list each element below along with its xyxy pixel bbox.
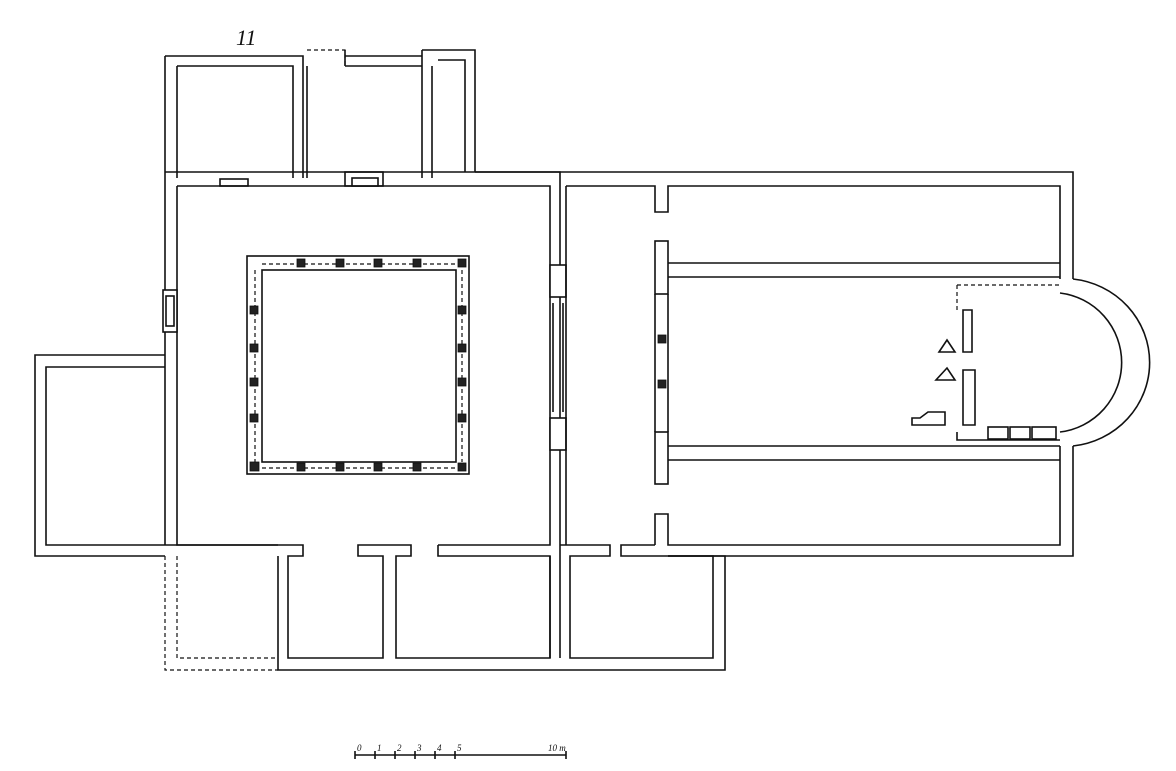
west-annex [34, 354, 278, 671]
column [657, 334, 667, 344]
figure-number: 11 [236, 25, 256, 50]
scale-tick-1: 1 [377, 743, 382, 753]
column [412, 258, 422, 268]
atrium [162, 56, 567, 556]
column [249, 461, 260, 472]
column [296, 258, 306, 268]
column [335, 258, 345, 268]
scale-end-label: 10 m [548, 743, 566, 753]
column [457, 413, 467, 423]
column [296, 462, 306, 472]
scale-bar: 0 1 2 3 4 5 10 m [354, 743, 567, 759]
scale-tick-2: 2 [397, 743, 402, 753]
column [457, 343, 467, 353]
column [373, 258, 383, 268]
south-rooms [165, 544, 726, 671]
column [335, 462, 345, 472]
column [457, 377, 467, 387]
basilica [475, 171, 1151, 557]
column [412, 462, 422, 472]
north-rooms [165, 49, 476, 187]
scale-tick-3: 3 [416, 743, 422, 753]
scale-tick-4: 4 [437, 743, 442, 753]
pier [654, 431, 669, 485]
column [249, 305, 259, 315]
column [457, 462, 467, 472]
peristyle [246, 255, 470, 475]
column [657, 379, 667, 389]
column [249, 377, 259, 387]
column [373, 462, 383, 472]
column [457, 305, 467, 315]
pier [654, 240, 669, 295]
scale-tick-5: 5 [457, 743, 462, 753]
column [249, 343, 259, 353]
scale-tick-0: 0 [357, 743, 362, 753]
column [249, 413, 259, 423]
column [457, 258, 467, 268]
